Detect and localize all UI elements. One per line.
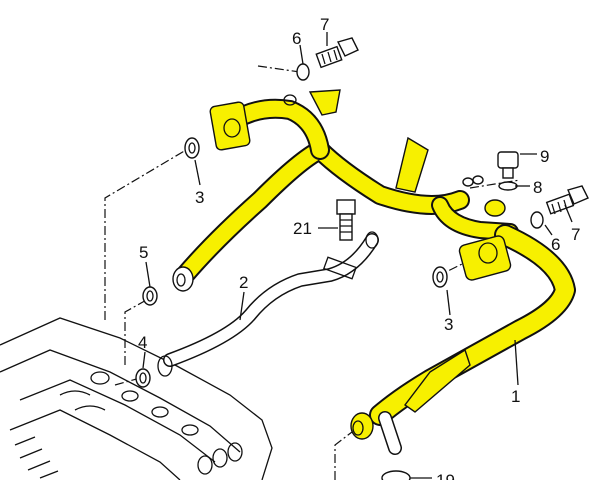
callout-2: 2 — [239, 273, 248, 292]
callout-3-left: 3 — [195, 188, 204, 207]
engine-intake-manifold — [0, 317, 273, 480]
coolant-pipe-1-highlighted — [350, 199, 576, 455]
callout-7-top: 7 — [320, 15, 329, 34]
bolt-7-right — [545, 185, 589, 215]
o-ring-5 — [142, 286, 158, 306]
o-ring-4 — [135, 368, 151, 388]
coolant-pipe-upper-highlighted — [172, 89, 519, 292]
callout-3-right: 3 — [444, 315, 453, 334]
callout-7-right: 7 — [571, 225, 580, 244]
part-19 — [381, 470, 411, 480]
bolt-7-top — [315, 37, 359, 69]
callout-8: 8 — [533, 178, 542, 197]
callout-6-top: 6 — [292, 29, 301, 48]
callout-5: 5 — [139, 243, 148, 262]
callout-6-right: 6 — [551, 235, 560, 254]
seal-8 — [498, 181, 518, 191]
o-ring-3-left — [184, 137, 200, 159]
callout-labels: 7 6 3 5 4 2 21 9 8 6 7 3 1 19 — [138, 15, 580, 480]
callout-21: 21 — [293, 219, 312, 238]
callout-1: 1 — [511, 387, 520, 406]
callout-leaders — [142, 32, 573, 479]
callout-19: 19 — [436, 471, 455, 480]
callout-9: 9 — [540, 147, 549, 166]
bleed-screw-9 — [497, 151, 519, 179]
o-ring-3-right — [432, 266, 448, 288]
coolant-pipe-2 — [157, 231, 379, 377]
washer-6-top — [296, 63, 310, 81]
washer-6-right — [530, 211, 544, 229]
callout-4: 4 — [138, 333, 147, 352]
bolt-21 — [336, 199, 356, 241]
